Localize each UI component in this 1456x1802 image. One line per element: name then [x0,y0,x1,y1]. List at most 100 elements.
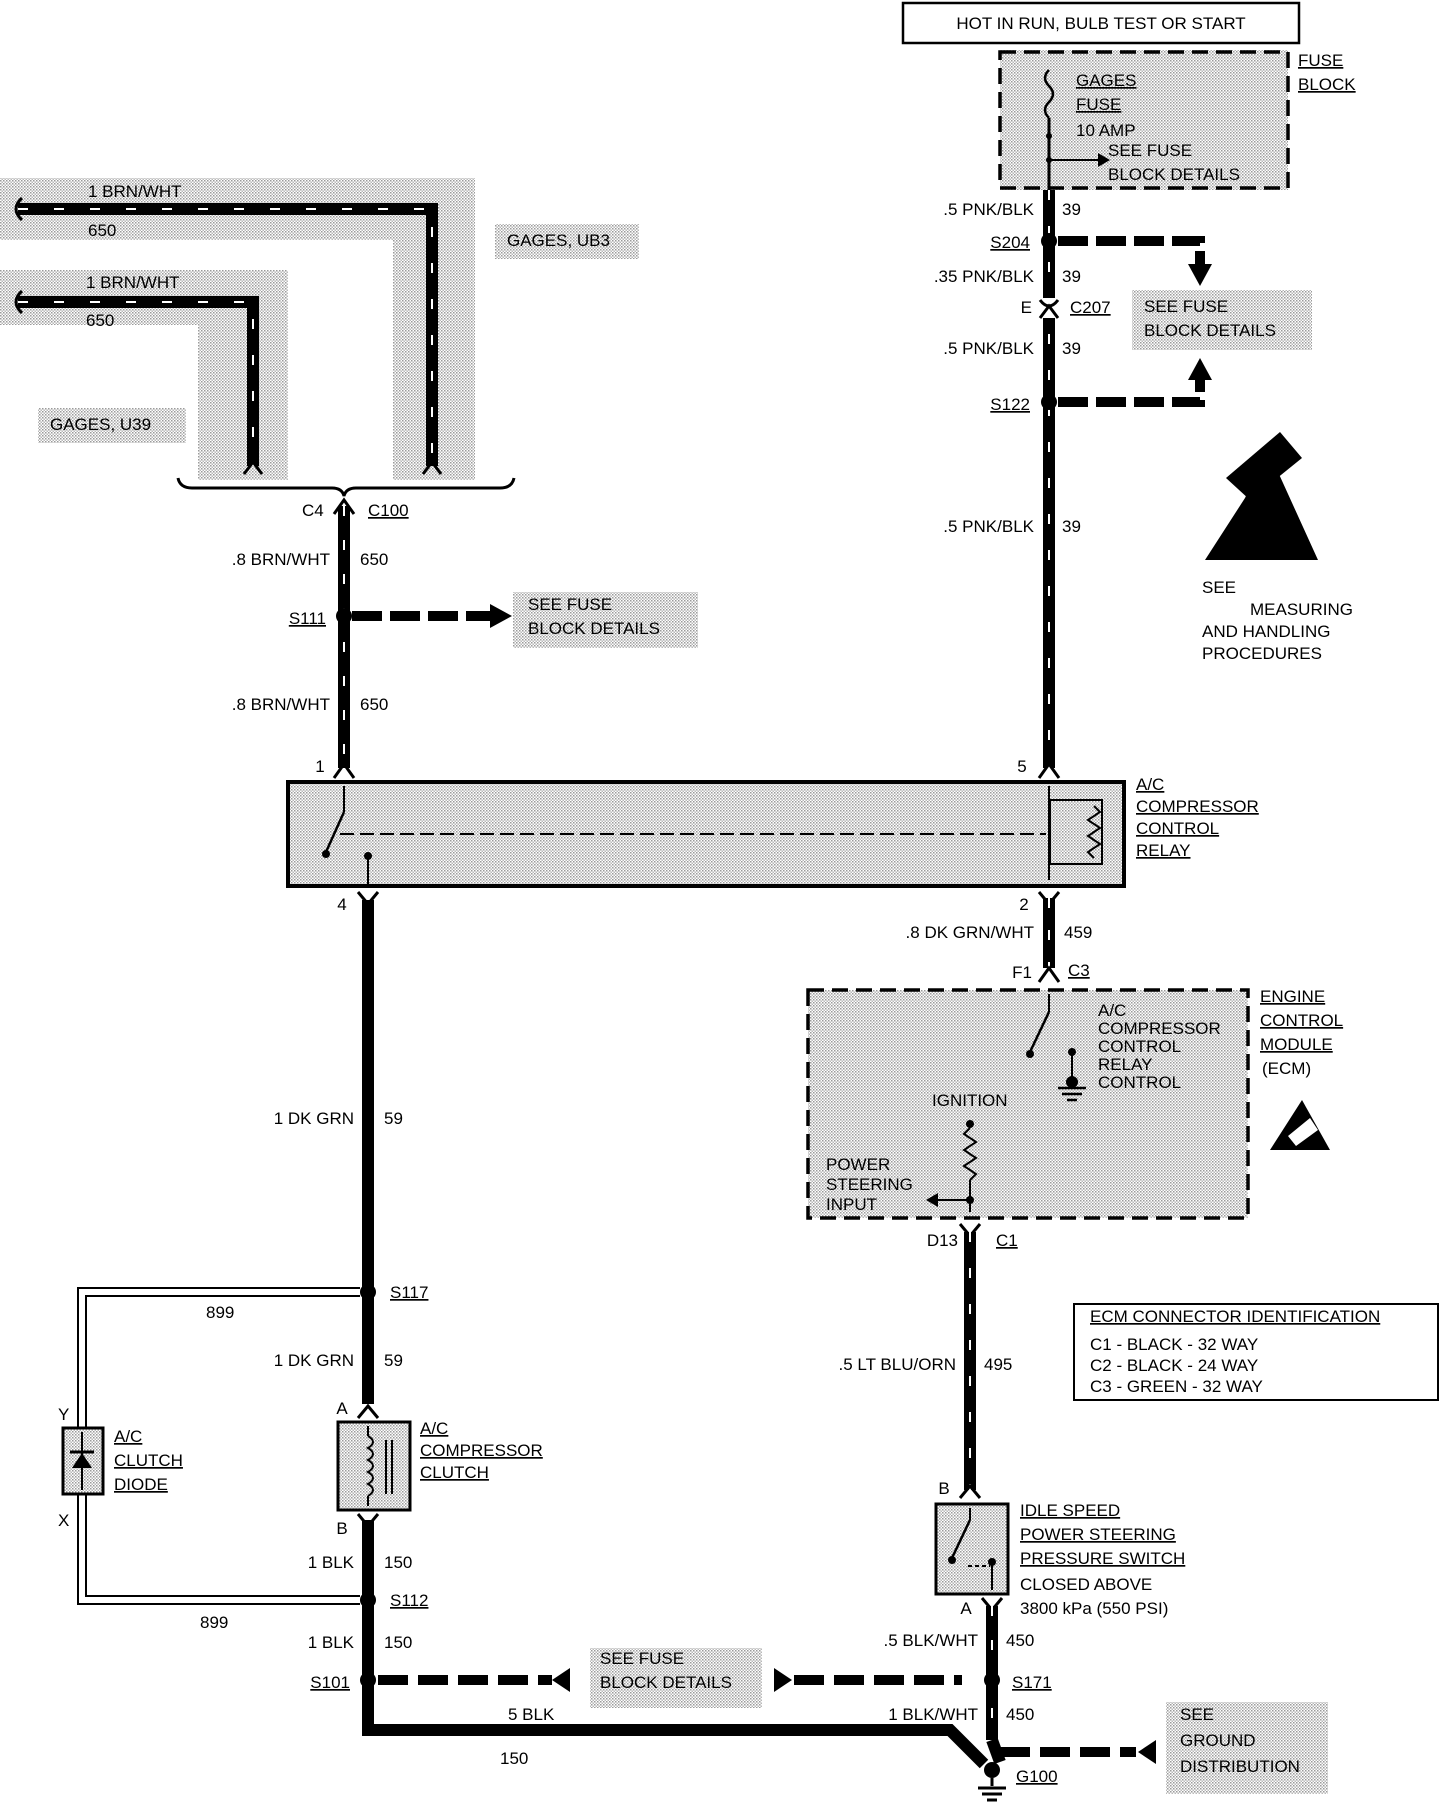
fuse-block-title-2: BLOCK [1298,75,1356,94]
clutch-box [336,1420,412,1512]
label-relay-pin2: 2 [1019,895,1028,914]
relay-pin1-icon [332,761,356,779]
label-see-ground-3: DISTRIBUTION [1180,1757,1300,1776]
label-n39-1: 39 [1062,200,1081,219]
label-wire-top2: 1 BRN/WHT [86,273,180,292]
ecm-relay-ctrl-3: CONTROL [1098,1037,1181,1056]
shade-see-fuse-bottom [590,1648,762,1708]
splice-s112 [360,1592,376,1608]
label-w650a: .8 BRN/WHT [232,550,330,569]
label-s122: S122 [990,395,1030,414]
label-w450a: .5 BLK/WHT [884,1631,978,1650]
label-s171: S171 [1012,1673,1052,1692]
label-n150a: 150 [384,1553,412,1572]
ecm-title-1: ENGINE [1260,987,1325,1006]
wire-5blk [362,1710,989,1769]
label-w59b: 1 DK GRN [274,1351,354,1370]
arrow-icon [1098,153,1110,167]
ecm-border [806,988,1250,1220]
label-w450b: 1 BLK/WHT [888,1705,978,1724]
label-clutch-a: A [336,1399,348,1418]
esd-note-3: AND HANDLING [1202,622,1330,641]
clutch-name-1: A/C [420,1419,448,1438]
label-n150c: 150 [500,1749,528,1768]
ecm-ignition: IGNITION [932,1091,1008,1110]
fuse-rating: 10 AMP [1076,121,1136,140]
label-w39-3: .5 PNK/BLK [943,339,1034,358]
label-n459: 459 [1064,923,1092,942]
ecm-title-4: (ECM) [1262,1059,1311,1078]
ecm-relay-ctrl-5: CONTROL [1098,1073,1181,1092]
ecm-conn-row-2: C2 - BLACK - 24 WAY [1090,1356,1258,1375]
arrow-icon [1188,358,1212,380]
label-n39-4: 39 [1062,517,1081,536]
clutch-name-3: CLUTCH [420,1463,489,1482]
label-w650b: .8 BRN/WHT [232,695,330,714]
ecm-resistor-icon [962,1127,978,1181]
label-see-fuse-right-2: BLOCK DETAILS [1144,321,1276,340]
label-c4: C4 [302,501,324,520]
label-w39-1: .5 PNK/BLK [943,200,1034,219]
switch-note-2: 3800 kPa (550 PSI) [1020,1599,1168,1618]
label-wire-top1-num: 650 [88,221,116,240]
label-s101: S101 [310,1673,350,1692]
label-relay-pin5: 5 [1017,757,1026,776]
clutch-coil-icon [366,1435,374,1497]
pin-icon [242,459,264,475]
label-see-fuse-bottom-2: BLOCK DETAILS [600,1673,732,1692]
break-icon [14,196,24,222]
label-c100: C100 [368,501,409,520]
relay-name-4: RELAY [1136,841,1191,860]
fuse-icon [1043,69,1055,119]
label-w39-2: .35 PNK/BLK [934,267,1035,286]
label-w150a: 1 BLK [308,1553,355,1572]
switch-note-1: CLOSED ABOVE [1020,1575,1152,1594]
label-d13: D13 [927,1231,958,1250]
diode-name-2: CLUTCH [114,1451,183,1470]
label-n39-3: 39 [1062,339,1081,358]
label-see-fuse-right-1: SEE FUSE [1144,297,1228,316]
dashed-s122 [1058,376,1205,407]
switch-name-1: IDLE SPEED [1020,1501,1120,1520]
esd-hand-icon [1226,432,1302,500]
clutch-name-2: COMPRESSOR [420,1441,543,1460]
ecm-title-2: CONTROL [1260,1011,1343,1030]
label-n150b: 150 [384,1633,412,1652]
esd-hand-icon [1288,1118,1318,1146]
arrow-icon [1188,264,1212,286]
label-n495: 495 [984,1355,1012,1374]
relay-pin5-icon [1037,761,1061,779]
wire-899-bottom-outer [77,1494,360,1605]
label-gages-ub3: GAGES, UB3 [507,231,610,250]
label-see-fuse-s111-2: BLOCK DETAILS [528,619,660,638]
switch-pin-b-icon [958,1483,982,1499]
ecm-conn-row-3: C3 - GREEN - 32 WAY [1090,1377,1263,1396]
wire-650-ub3-stripe [18,208,433,466]
esd-warning-icon [1270,1100,1330,1150]
diode-name-1: A/C [114,1427,142,1446]
connector-c207-pin [1038,303,1060,319]
label-n899a: 899 [206,1303,234,1322]
switch-box [934,1502,1010,1596]
shade-label-u39 [38,408,186,443]
pin-icon [421,459,443,475]
arrow-icon [552,1668,570,1692]
arrow-icon [774,1668,792,1692]
splice-s204 [1041,233,1057,249]
label-w39-4: .5 PNK/BLK [943,517,1034,536]
diode-name-3: DIODE [114,1475,168,1494]
ecm-relay-ctrl-1: A/C [1098,1001,1126,1020]
label-clutch-b: B [336,1519,347,1538]
label-s112: S112 [390,1591,428,1610]
ecm-ignition-node [966,1120,974,1128]
fuse-name-1: GAGES [1076,71,1136,90]
label-n450a: 450 [1006,1631,1034,1650]
label-s204: S204 [990,233,1030,252]
splice-s122 [1041,394,1057,410]
fuse-see-1: SEE FUSE [1108,141,1192,160]
relay-switch-blade [324,811,346,853]
header-box [901,1,1301,45]
arrow-icon [490,604,512,628]
label-c207: C207 [1070,298,1111,317]
